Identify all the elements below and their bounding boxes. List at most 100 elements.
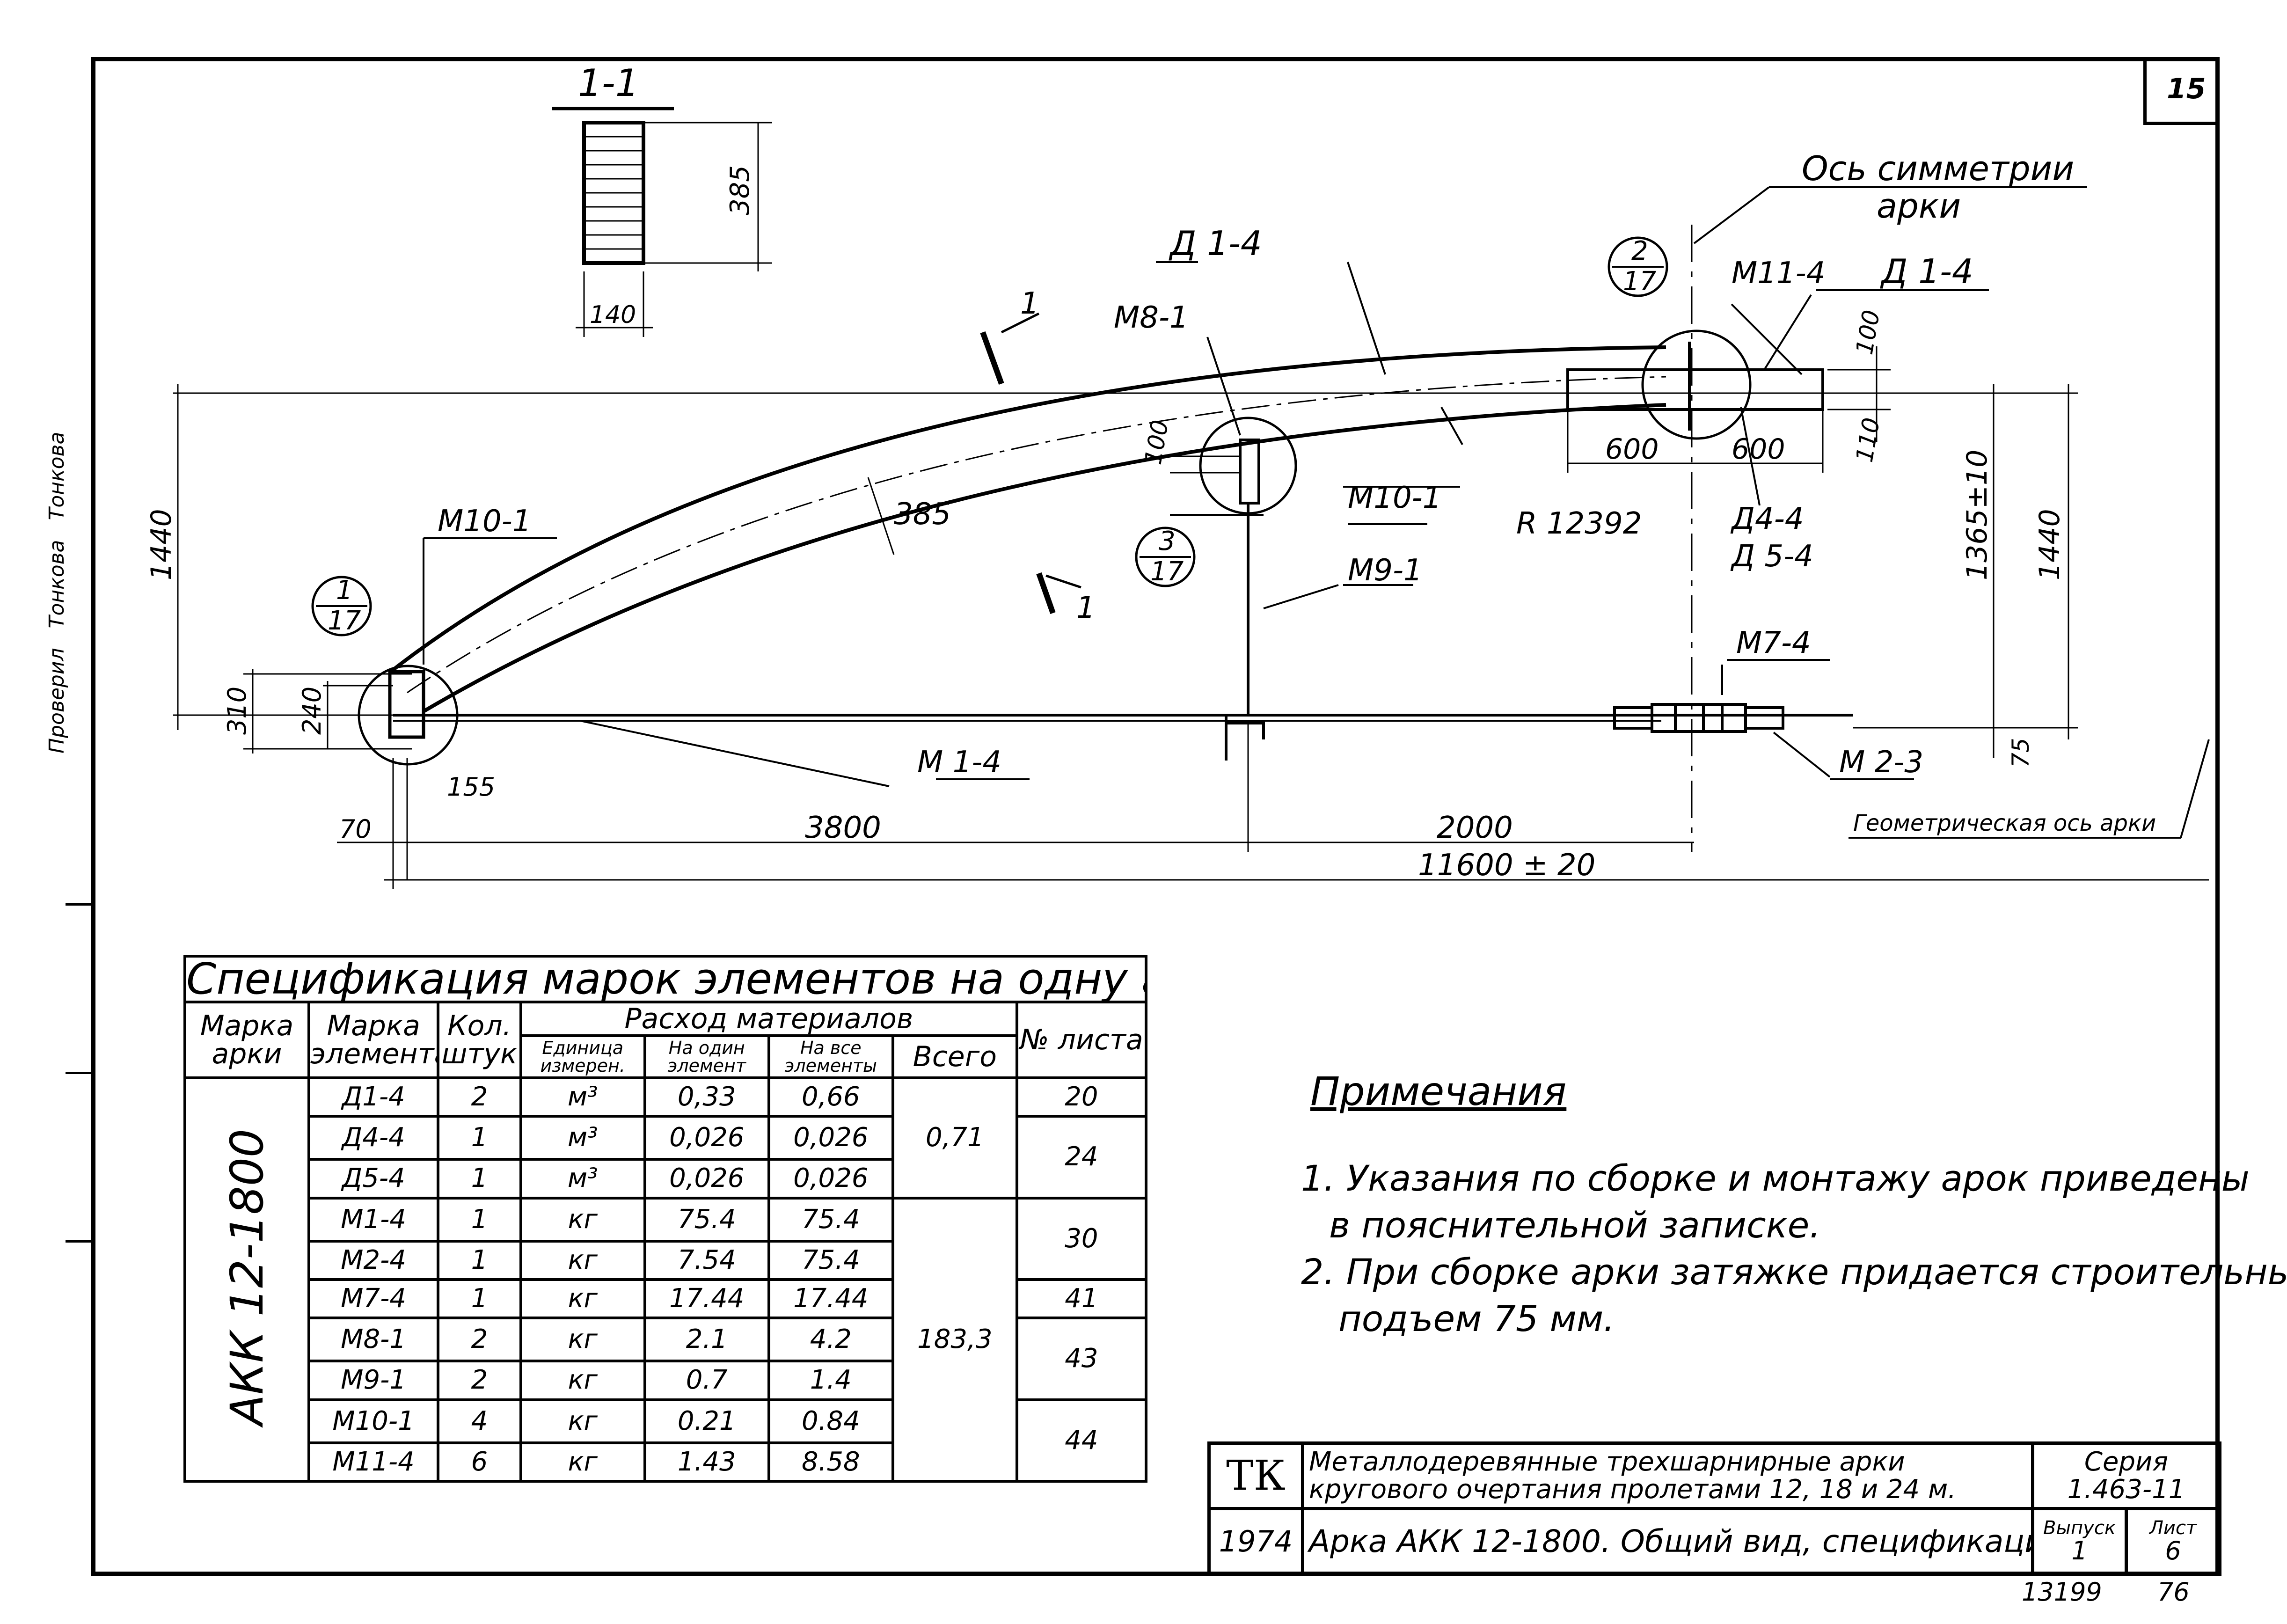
cell-unit: кг — [519, 1317, 646, 1363]
arch-bottom-edge — [422, 403, 1666, 713]
cell-all: 75.4 — [767, 1196, 894, 1243]
section-label: 1-1 — [578, 61, 639, 105]
notes-title: Примечания — [1310, 1068, 1567, 1114]
cell-sheet: 20 — [1015, 1076, 1148, 1118]
cell-unit: кг — [519, 1239, 646, 1281]
cell-sheet: 41 — [1015, 1278, 1148, 1320]
cell-one: 0,026 — [643, 1158, 770, 1200]
margin-tick-1 — [66, 903, 94, 906]
cut-mark-label-2: 1 — [1076, 591, 1096, 625]
label-d4-4: Д4-4 — [1730, 502, 1804, 536]
cell-one: 1.43 — [643, 1441, 770, 1483]
series-cell: Серия 1.463-11 — [2031, 1441, 2221, 1510]
label-d1-4-right: Д 1-4 — [1880, 252, 1973, 291]
dim-1440-right: 1440 — [2033, 509, 2066, 580]
cell-all: 75.4 — [767, 1239, 894, 1281]
cell-one: 2.1 — [643, 1317, 770, 1363]
dim-100-right: 100 — [1851, 308, 1885, 357]
tk-cell: ТК — [1207, 1441, 1304, 1510]
cell-qty: 1 — [437, 1278, 522, 1320]
label-m10-1-mid: М10-1 — [1348, 481, 1441, 515]
cell-all: 0.84 — [767, 1398, 894, 1444]
cell-all: 0,66 — [767, 1076, 894, 1118]
cell-qty: 1 — [437, 1158, 522, 1200]
label-m7-4: М7-4 — [1736, 626, 1811, 660]
cell-qty: 2 — [437, 1317, 522, 1363]
hdr-element-mark: Марка элемента — [307, 1001, 440, 1079]
title-line-1: Металлодеревянные трехшарнирные арки — [1309, 1446, 1905, 1477]
title-block: ТК Металлодеревянные трехшарнирные арки … — [1207, 1441, 2221, 1576]
label-m8-1: М8-1 — [1114, 300, 1189, 335]
dim-600-left: 600 — [1605, 433, 1659, 466]
footer-number: 13199 — [2022, 1577, 2102, 1607]
cell-all: 8.58 — [767, 1441, 894, 1483]
table-row: М7-4 1 кг 17.44 17.44 41 — [185, 1278, 1148, 1320]
label-d5-4: Д 5-4 — [1730, 539, 1813, 574]
cell-all: 17.44 — [767, 1278, 894, 1320]
note-1-line-1: 1. Указания по сборке и монтажу арок при… — [1301, 1157, 2250, 1199]
table-row: М11-4 6 кг 1.43 8.58 — [185, 1441, 1146, 1483]
cell-qty: 1 — [437, 1196, 522, 1243]
cell-unit: м³ — [519, 1158, 646, 1200]
section-width-dim: 140 — [590, 301, 636, 329]
cell-element: М2-4 — [307, 1239, 440, 1281]
dim-70: 70 — [339, 814, 372, 844]
dim-2000: 2000 — [1437, 811, 1513, 845]
callout-1-top: 1 — [336, 575, 353, 606]
cell-one: 75.4 — [643, 1196, 770, 1243]
sheet-cell: Лист 6 — [2125, 1507, 2221, 1576]
callout-3-top: 3 — [1159, 526, 1176, 556]
cell-all: 0,026 — [767, 1115, 894, 1161]
label-m1-4: М 1-4 — [917, 745, 1001, 780]
cell-all: 1.4 — [767, 1360, 894, 1401]
symmetry-axis-label-1: Ось симметрии — [1802, 149, 2074, 188]
dim-1440-left: 1440 — [145, 509, 178, 580]
issue-cell: Выпуск 1 — [2031, 1507, 2128, 1576]
cell-unit: кг — [519, 1278, 646, 1320]
dim-75: 75 — [2007, 738, 2034, 768]
spec-table: Спецификация марок элементов на одну арк… — [183, 955, 1148, 1483]
table-row: М2-4 1 кг 7.54 75.4 — [185, 1239, 1146, 1281]
margin-tick-2 — [66, 1072, 94, 1074]
cell-element: М8-1 — [307, 1317, 440, 1363]
hdr-per-all: На все элементы — [767, 1034, 894, 1079]
table-row: М1-4 1 кг 75.4 75.4 183,3 30 — [185, 1196, 1148, 1483]
cell-element: М11-4 — [307, 1441, 440, 1483]
section-rect — [582, 121, 645, 265]
spec-caption: Спецификация марок элементов на одну арк… — [183, 955, 1147, 1003]
cell-one: 0.21 — [643, 1398, 770, 1444]
table-row: АКК 12-1800 Д1-4 2 м³ 0,33 0,66 0,71 20 — [183, 1076, 1148, 1483]
cell-sheet: 24 — [1015, 1115, 1148, 1200]
table-row: Д5-4 1 м³ 0,026 0,026 — [185, 1158, 1146, 1200]
arch-top-edge — [389, 345, 1666, 673]
cell-sheet: 30 — [1015, 1196, 1148, 1281]
sheet-number-box — [2143, 57, 2220, 125]
cell-unit: кг — [519, 1360, 646, 1401]
symmetry-axis-label-2: арки — [1877, 186, 1961, 226]
cell-element: М9-1 — [307, 1360, 440, 1401]
callout-3-bottom: 17 — [1150, 556, 1184, 587]
sheet-value: 6 — [2165, 1536, 2181, 1566]
cell-element: М1-4 — [307, 1196, 440, 1243]
cell-sheet: 44 — [1015, 1398, 1148, 1483]
cell-unit: м³ — [519, 1076, 646, 1118]
callout-2-bottom: 17 — [1623, 266, 1657, 297]
cell-element: М7-4 — [307, 1278, 440, 1320]
callout-circle-node3 — [1199, 417, 1297, 515]
hdr-consumption: Расход материалов — [519, 1001, 1018, 1037]
sheet-number: 15 — [2167, 73, 2206, 105]
dim-310: 310 — [222, 687, 252, 735]
cell-unit: м³ — [519, 1115, 646, 1161]
margin-tick-3 — [66, 1240, 94, 1243]
cell-element: Д1-4 — [307, 1076, 440, 1118]
cell-qty: 2 — [437, 1076, 522, 1118]
cell-unit: кг — [519, 1441, 646, 1483]
cell-all: 4.2 — [767, 1317, 894, 1363]
dim-155: 155 — [447, 772, 495, 802]
label-geom-axis: Геометрическая ось арки — [1853, 810, 2156, 836]
hdr-qty: Кол. штук — [437, 1001, 522, 1079]
label-d1-4-top: Д 1-4 — [1169, 224, 1262, 263]
hdr-per-one: На один элемент — [643, 1034, 770, 1079]
cell-qty: 1 — [437, 1239, 522, 1281]
cell-unit: кг — [519, 1196, 646, 1243]
